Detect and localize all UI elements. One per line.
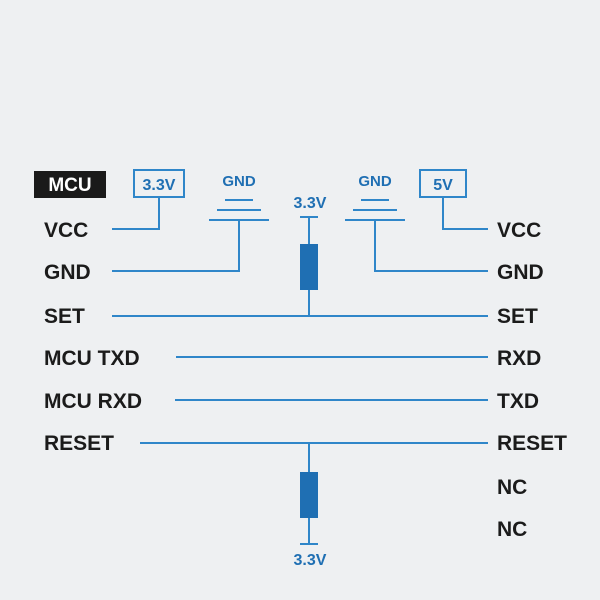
mcu-vcc-supply-label: 3.3V	[143, 177, 176, 194]
left-pin-vcc: VCC	[44, 219, 88, 242]
left-pin-reset: RESET	[44, 432, 114, 455]
left-ground-icon	[209, 199, 269, 221]
left-pin-mcu-rxd: MCU RXD	[44, 390, 142, 413]
right-pin-rxd: RXD	[497, 347, 541, 370]
right-pin-vcc: VCC	[497, 219, 541, 242]
right-ground-label: GND	[358, 173, 392, 190]
module-vcc-wire	[442, 197, 488, 230]
reset-pullup-resistor-icon	[300, 472, 318, 518]
left-pin-mcu-txd: MCU TXD	[44, 347, 140, 370]
mcu-gnd-wire	[112, 220, 240, 272]
right-pin-set: SET	[497, 305, 538, 328]
right-ground-icon	[345, 199, 405, 221]
right-pin-nc-2: NC	[497, 518, 527, 541]
set-pullup-supply-label: 3.3V	[294, 195, 327, 212]
right-pin-txd: TXD	[497, 390, 539, 413]
mcu-badge-label: MCU	[48, 175, 91, 196]
left-ground-label: GND	[222, 173, 256, 190]
mcu-badge	[34, 171, 106, 198]
right-pin-gnd: GND	[497, 261, 544, 284]
mcu-vcc-wire	[112, 197, 160, 230]
reset-pullup-supply-label: 3.3V	[294, 552, 327, 569]
right-pin-nc-1: NC	[497, 476, 527, 499]
module-gnd-wire	[374, 220, 488, 272]
left-pin-set: SET	[44, 305, 85, 328]
module-vcc-supply-label: 5V	[433, 177, 453, 194]
set-pullup-resistor-icon	[300, 244, 318, 290]
right-pin-reset: RESET	[497, 432, 567, 455]
left-pin-gnd: GND	[44, 261, 91, 284]
